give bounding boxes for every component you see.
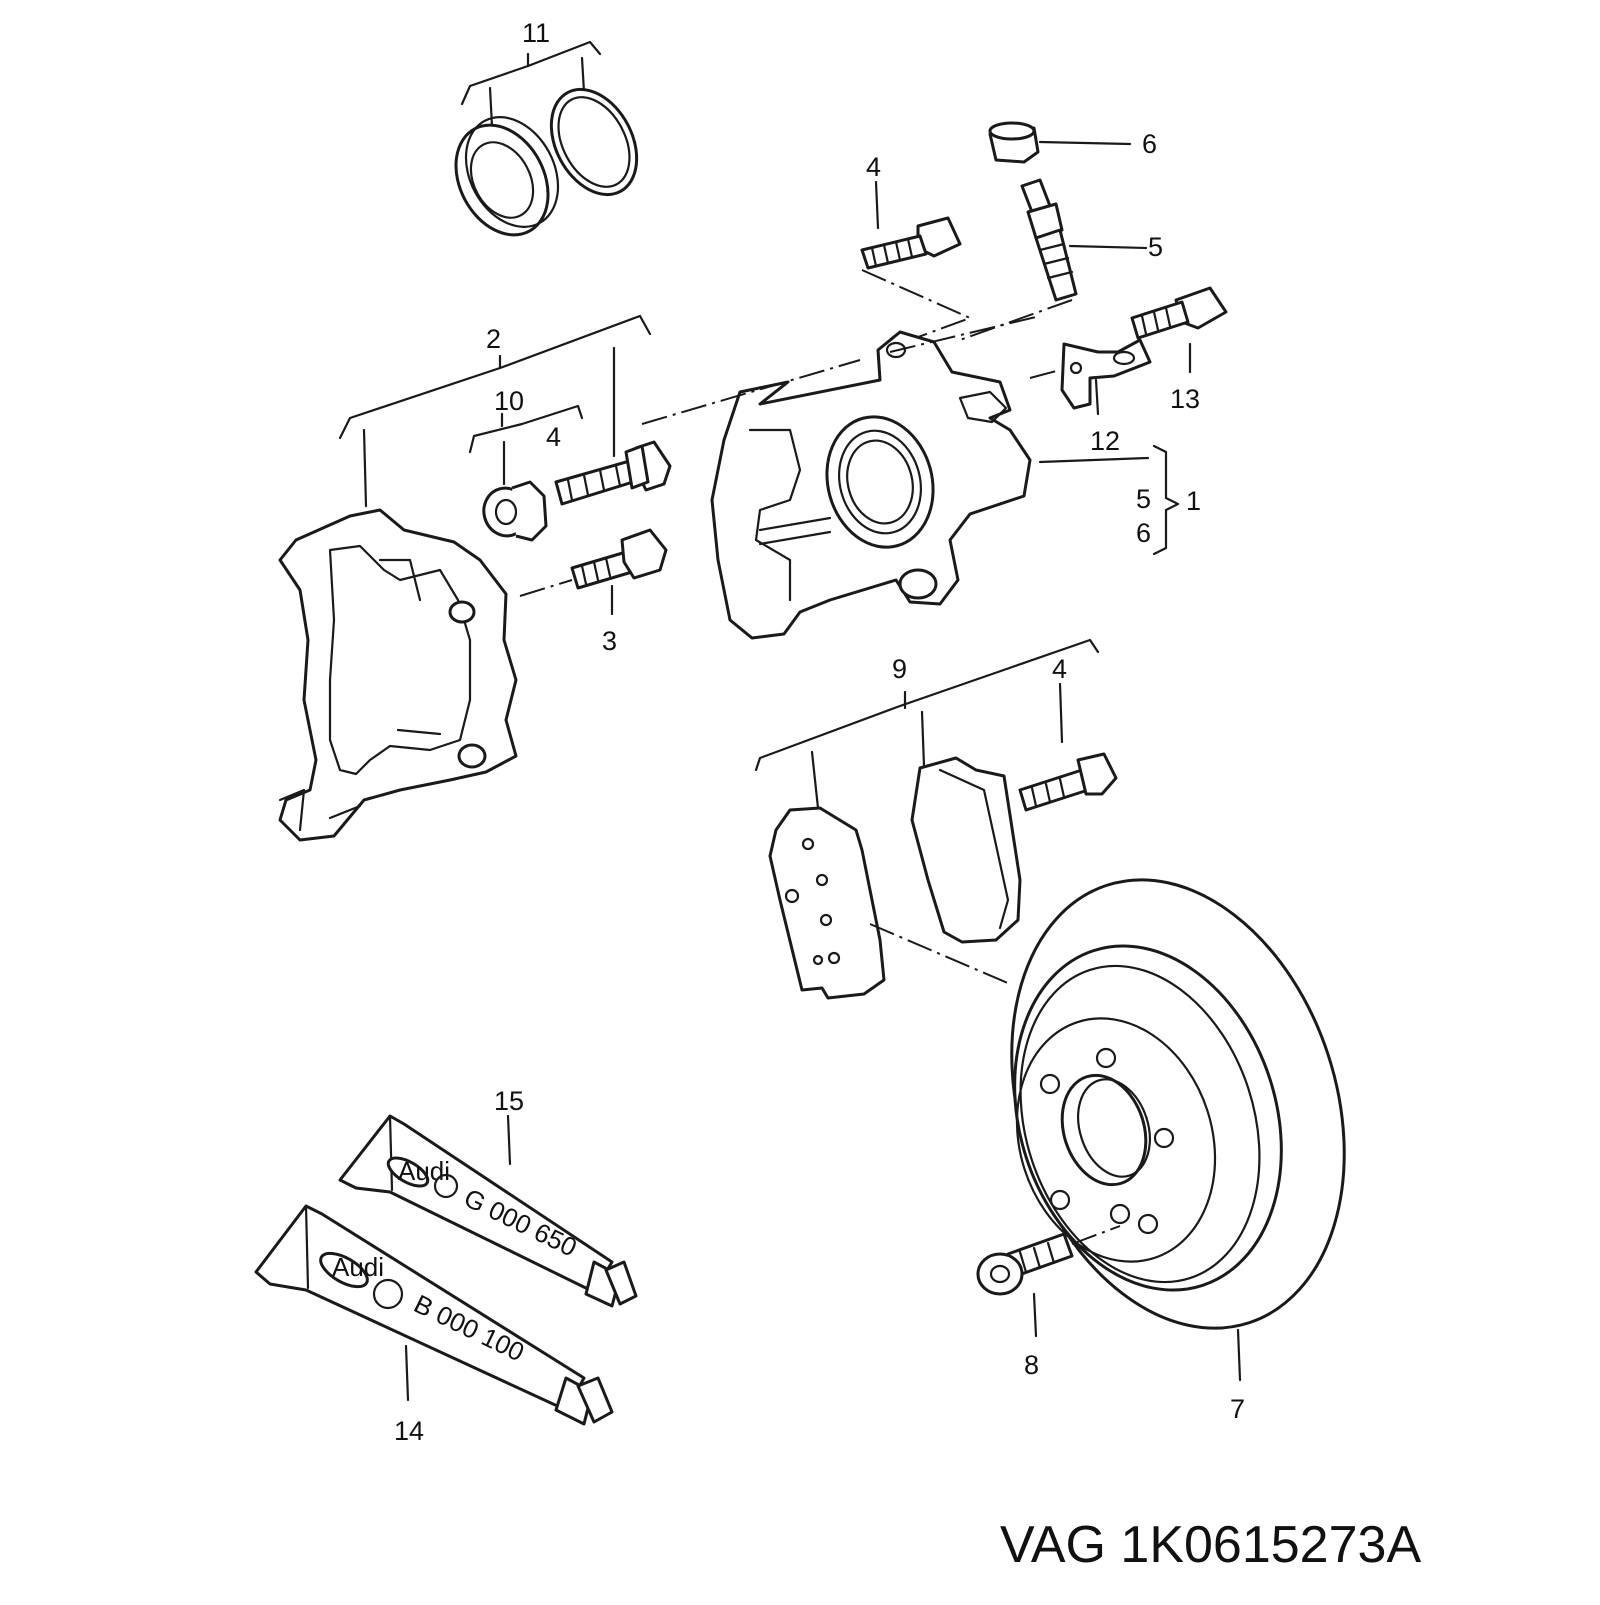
part-2-caliper-carrier-kit: 2 10 4	[338, 314, 652, 508]
callout-12: 12	[1090, 426, 1120, 456]
tube-15-brand: Audi	[398, 1156, 450, 1186]
callout-5-brace: 5	[1136, 484, 1151, 514]
callout-3: 3	[602, 626, 617, 656]
callout-6-top: 6	[1142, 129, 1157, 159]
callout-1: 1	[1186, 486, 1201, 516]
part-4-pad-bolt: 4	[1018, 654, 1118, 812]
part-15-grease-tube: Audi G 000 650 15	[338, 1086, 638, 1308]
part-6-bleeder-cap: 6	[988, 121, 1157, 164]
callout-8: 8	[1024, 1350, 1039, 1380]
part-5-bleeder-valve: 5	[1020, 178, 1163, 302]
callout-7: 7	[1230, 1394, 1245, 1424]
callout-4-pad: 4	[1052, 654, 1067, 684]
part-4-guide-bolt-top: 4	[860, 152, 1073, 341]
callout-2: 2	[486, 324, 501, 354]
part-4-guide-pin	[554, 440, 672, 506]
part-9-brake-pads: 9	[754, 638, 1100, 1000]
part-8-disc-screw: 8	[976, 1225, 1121, 1380]
part-12-hose-bracket: 12	[1029, 338, 1152, 456]
tube-14-brand: Audi	[332, 1252, 384, 1282]
part-7-brake-disc: 7	[1010, 878, 1346, 1424]
callout-5-top: 5	[1148, 232, 1163, 262]
part-13-bracket-bolt: 13	[1130, 286, 1228, 414]
part-3-carrier-bolt: 3	[519, 528, 668, 656]
part-10-guide-bushing	[482, 480, 548, 542]
part-11-piston-seal-kit: 11	[454, 18, 639, 237]
part-1-caliper-housing: 5 1 6	[641, 315, 1201, 640]
part-number-caption: VAG 1K0615273A	[1000, 1516, 1422, 1574]
part-2-caliper-carrier	[278, 508, 518, 842]
callout-4-top: 4	[866, 152, 881, 182]
callout-9: 9	[892, 654, 907, 684]
callout-14: 14	[394, 1416, 424, 1446]
callout-4-pin: 4	[546, 422, 561, 452]
callout-15: 15	[494, 1086, 524, 1116]
callout-10: 10	[494, 386, 524, 416]
callout-11: 11	[522, 18, 550, 48]
callout-13: 13	[1170, 384, 1200, 414]
callout-6-brace: 6	[1136, 518, 1151, 548]
